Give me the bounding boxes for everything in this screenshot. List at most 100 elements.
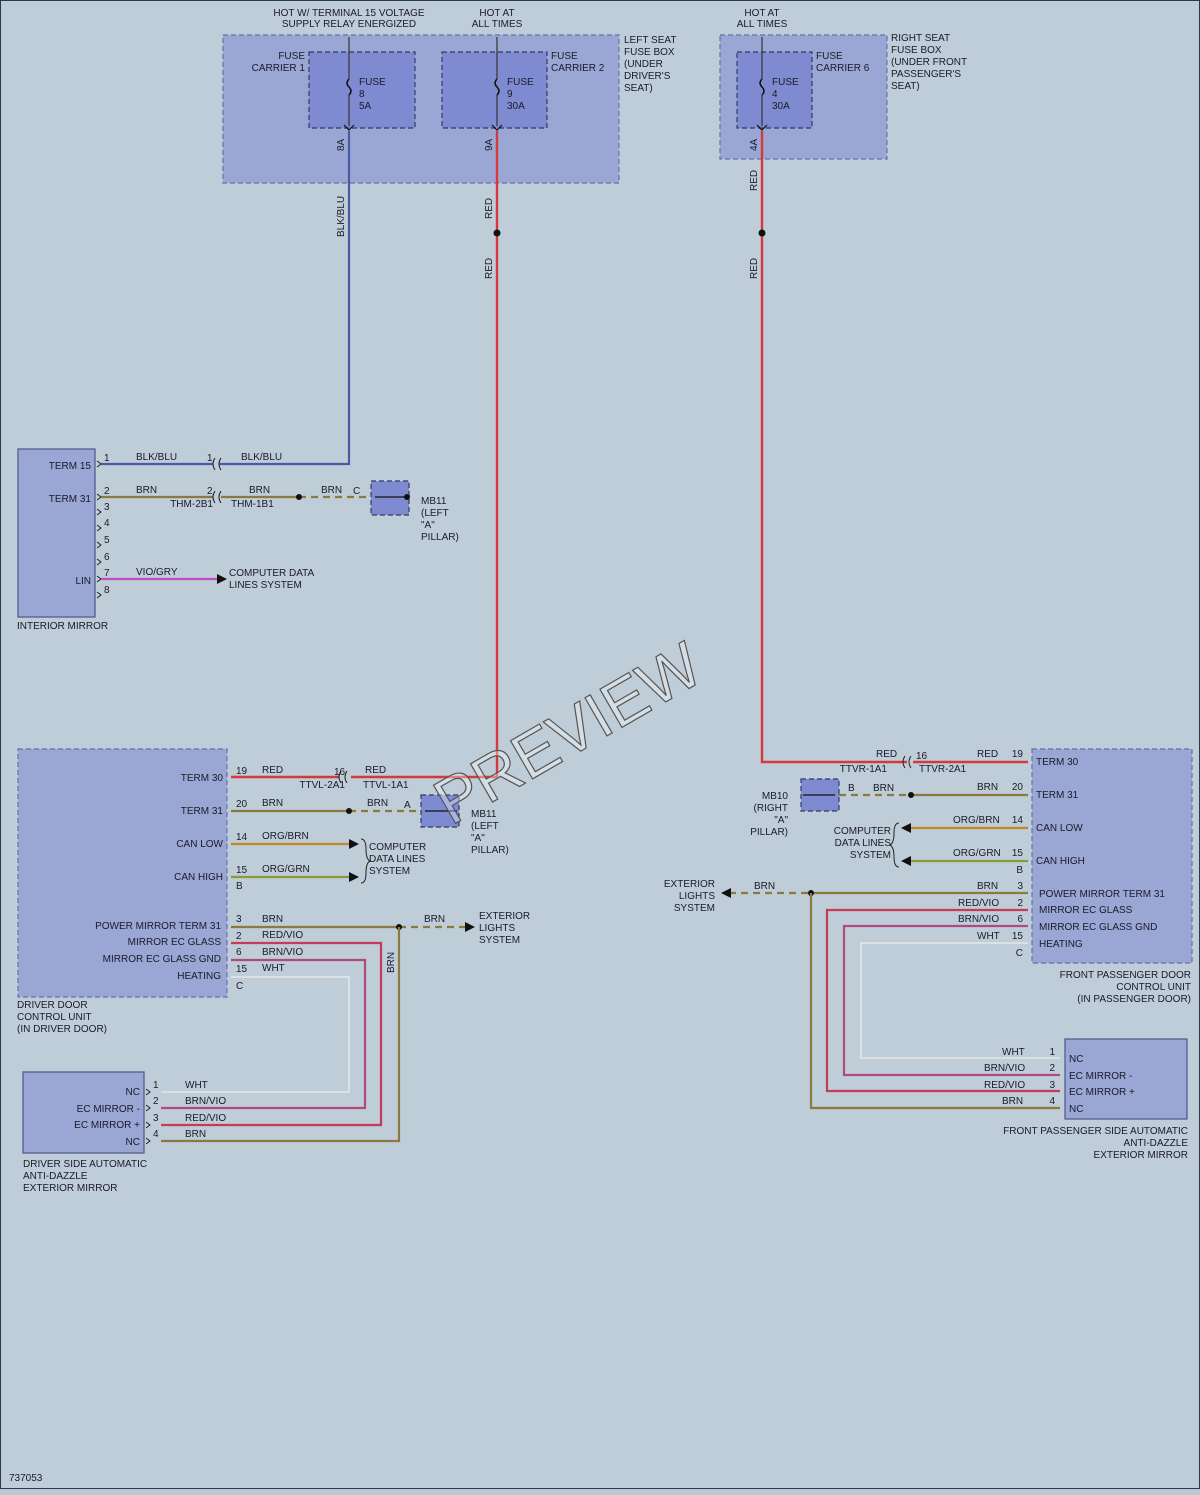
ddcu-pin-3: 3 — [236, 914, 242, 925]
wire-label-dd-brn-2: BRN — [367, 798, 388, 809]
fuse-symbol-9 — [491, 37, 503, 131]
wire-label-pd-orggrn: ORG/GRN — [953, 848, 1001, 859]
interior-mirror-name: INTERIOR MIRROR — [17, 621, 108, 632]
im-conn-pin-c: C — [353, 486, 360, 497]
dm-nc1: NC — [126, 1087, 140, 1098]
brace-dd-data — [360, 838, 372, 884]
ddcu-ec-glass: MIRROR EC GLASS — [128, 937, 222, 948]
dm-name-1: DRIVER SIDE AUTOMATIC — [23, 1159, 147, 1170]
pm-ec-minus: EC MIRROR - — [1069, 1071, 1132, 1082]
im-pin-2: 2 — [104, 486, 110, 497]
wire-label-pd-orgbrn: ORG/BRN — [953, 815, 1000, 826]
ddcu-pin-19: 19 — [236, 766, 248, 777]
pdcu-term30: TERM 30 — [1036, 757, 1079, 768]
ddcu-pin-b: B — [236, 881, 243, 892]
im-pin-7: 7 — [104, 568, 110, 579]
pd-data-1: COMPUTER — [834, 826, 891, 837]
carrier2-label-2: CARRIER 2 — [551, 63, 605, 74]
wire-label-pd-brn-1: BRN — [873, 783, 894, 794]
ddcu-name-2: CONTROL UNIT — [17, 1012, 92, 1023]
fuse8-label-3: 5A — [359, 101, 372, 112]
splice-im-gnd — [296, 494, 302, 500]
im-pin-ticks — [96, 460, 102, 599]
pdcu-pin-14: 14 — [1012, 815, 1024, 826]
pd-conn-ttvr2: TTVR-2A1 — [919, 764, 967, 775]
driver-mirror-box — [22, 1071, 145, 1154]
fuse9-label-2: 9 — [507, 89, 513, 100]
dd-data-3: SYSTEM — [369, 866, 410, 877]
pdcu-name-1: FRONT PASSENGER DOOR — [1060, 970, 1191, 981]
fuse4-label-1: FUSE — [772, 77, 799, 88]
preview-watermark: PREVIEW — [422, 628, 714, 838]
dm-name-2: ANTI-DAZZLE — [23, 1171, 88, 1182]
dd-ext-2: LIGHTS — [479, 923, 515, 934]
dm-ec-plus: EC MIRROR + — [74, 1120, 140, 1131]
pdcu-pm-term31: POWER MIRROR TERM 31 — [1039, 889, 1165, 900]
rfb-label-5: SEAT) — [891, 81, 920, 92]
pd-ground-1: MB10 — [762, 791, 789, 802]
wire-dd-mirror-brn — [161, 927, 401, 1143]
wire-label-dm-brnvio: BRN/VIO — [185, 1096, 226, 1107]
arrow-pd-can-low — [901, 823, 911, 833]
pdcu-pin-6: 6 — [1017, 914, 1023, 925]
wire-label-im-brn-3: BRN — [321, 485, 342, 496]
ddcu-can-high: CAN HIGH — [174, 872, 223, 883]
wire-pd-ec-glass — [825, 908, 1060, 1093]
wire-label-pm-wht: WHT — [1002, 1047, 1025, 1058]
pdcu-can-low: CAN LOW — [1036, 823, 1083, 834]
dd-conn-ttvl1: TTVL-1A1 — [363, 780, 409, 791]
wire-pd-heating — [860, 942, 1060, 1059]
im-ground-3: "A" — [421, 520, 435, 531]
wire-label-pd-wht: WHT — [977, 931, 1000, 942]
wire-label-dd-brn-3: BRN — [262, 914, 283, 925]
fuse8-label-2: 8 — [359, 89, 365, 100]
dm-pin-3: 3 — [153, 1113, 159, 1124]
pm-nc1: NC — [1069, 1054, 1083, 1065]
wire-blk-blu-main — [219, 131, 351, 466]
pd-ground-2: (RIGHT — [754, 803, 788, 814]
pdcu-pin-3: 3 — [1017, 881, 1023, 892]
pdcu-heating: HEATING — [1039, 939, 1083, 950]
pm-name-3: EXTERIOR MIRROR — [1094, 1150, 1188, 1161]
pm-name-2: ANTI-DAZZLE — [1124, 1138, 1189, 1149]
wire-label-pm-redvio: RED/VIO — [984, 1080, 1025, 1091]
pd-ext-3: SYSTEM — [674, 903, 715, 914]
pdcu-ec-glass-gnd: MIRROR EC GLASS GND — [1039, 922, 1157, 933]
carrier1-label-1: FUSE — [278, 51, 305, 62]
wire-label-dd-red-2: RED — [365, 765, 386, 776]
hot-term15-label-2: SUPPLY RELAY ENERGIZED — [282, 19, 416, 30]
lfb-label-1: LEFT SEAT — [624, 35, 676, 46]
pd-conn-pin-16: 16 — [916, 751, 928, 762]
rfb-label-2: FUSE BOX — [891, 45, 942, 56]
dm-pin-2: 2 — [153, 1096, 159, 1107]
wire-label-dd-redvio: RED/VIO — [262, 930, 303, 941]
ddcu-ec-glass-gnd: MIRROR EC GLASS GND — [103, 954, 221, 965]
pdcu-pin-19: 19 — [1012, 749, 1024, 760]
fuse9-label-3: 30A — [507, 101, 525, 112]
pdcu-pin-c: C — [1016, 948, 1023, 959]
wire-label-dd-brn-1: BRN — [262, 798, 283, 809]
wire-label-dd-brn-v: BRN — [386, 952, 397, 973]
dm-pin-ticks — [145, 1088, 151, 1145]
ground-mb11-upper-dot — [404, 494, 410, 500]
pdcu-can-high: CAN HIGH — [1036, 856, 1085, 867]
im-conn-pin-2: 2 — [207, 486, 213, 497]
connector-symbol-4 — [902, 755, 912, 769]
pdcu-term31: TERM 31 — [1036, 790, 1079, 801]
pd-ground-4: PILLAR) — [750, 827, 788, 838]
fuse-carrier-1 — [308, 51, 416, 129]
wire-label-im-brn-1: BRN — [136, 485, 157, 496]
im-conn-thm1: THM-1B1 — [231, 499, 274, 510]
splice-red-left — [493, 229, 501, 237]
wire-red-right-main — [760, 131, 907, 764]
ddcu-pin-20: 20 — [236, 799, 248, 810]
pd-data-3: SYSTEM — [850, 850, 891, 861]
brace-pd-data — [888, 822, 900, 868]
pdcu-ec-glass: MIRROR EC GLASS — [1039, 905, 1133, 916]
dd-ground-1: MB11 — [471, 809, 497, 820]
wire-label-pd-brnvio: BRN/VIO — [958, 914, 999, 925]
wire-pd-ec-glass-gnd — [842, 924, 1060, 1077]
dd-ground-3: "A" — [471, 833, 485, 844]
im-term31: TERM 31 — [49, 494, 92, 505]
